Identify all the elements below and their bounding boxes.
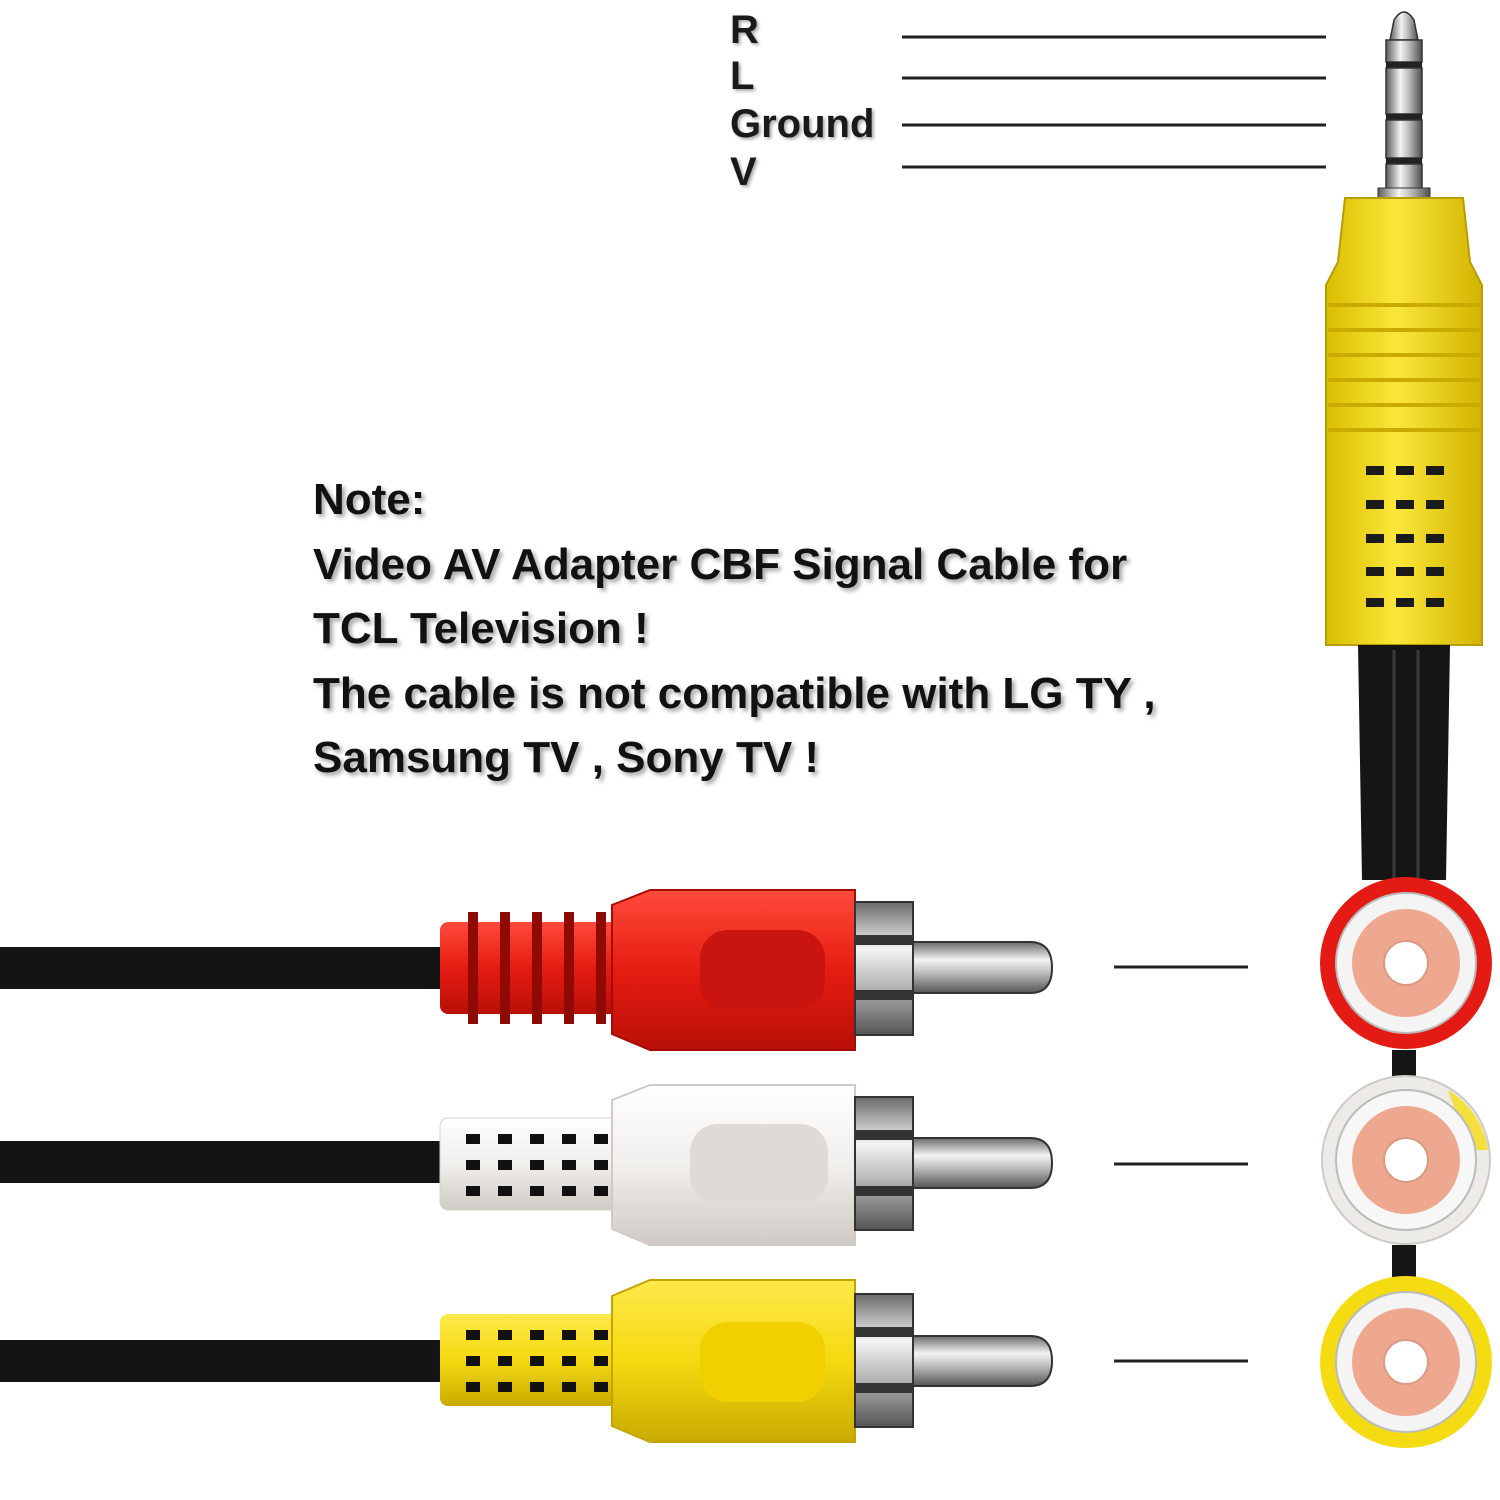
note-line-1: Video AV Adapter CBF Signal Cable for <box>313 539 1128 589</box>
rca-plug-red <box>0 889 1054 1051</box>
note-line-2: TCL Television ! <box>313 604 649 653</box>
rca-socket-red <box>1320 877 1492 1049</box>
pin-label-v: V <box>730 150 757 194</box>
note-line-4: Samsung TV , Sony TV ! <box>313 733 820 782</box>
compatibility-note: Note: Video AV Adapter CBF Signal Cable … <box>313 468 1293 791</box>
vertical-cable-bundle <box>1358 645 1450 1290</box>
rca-socket-yellow <box>1320 1276 1492 1448</box>
pin-label-r: R <box>730 8 759 52</box>
pin-leader-lines <box>902 35 1326 169</box>
rca-plug-yellow <box>0 1279 1054 1443</box>
rca-socket-white <box>1321 1075 1491 1245</box>
note-line-3: The cable is not compatible with LG TY , <box>313 668 1156 718</box>
pin-label-ground: Ground <box>730 102 875 146</box>
rca-leader-lines <box>1114 965 1248 1363</box>
note-heading: Note: <box>313 475 426 524</box>
trrs-jack-plug <box>1325 11 1483 646</box>
rca-plug-white <box>0 1084 1054 1246</box>
pin-label-l: L <box>730 54 755 98</box>
